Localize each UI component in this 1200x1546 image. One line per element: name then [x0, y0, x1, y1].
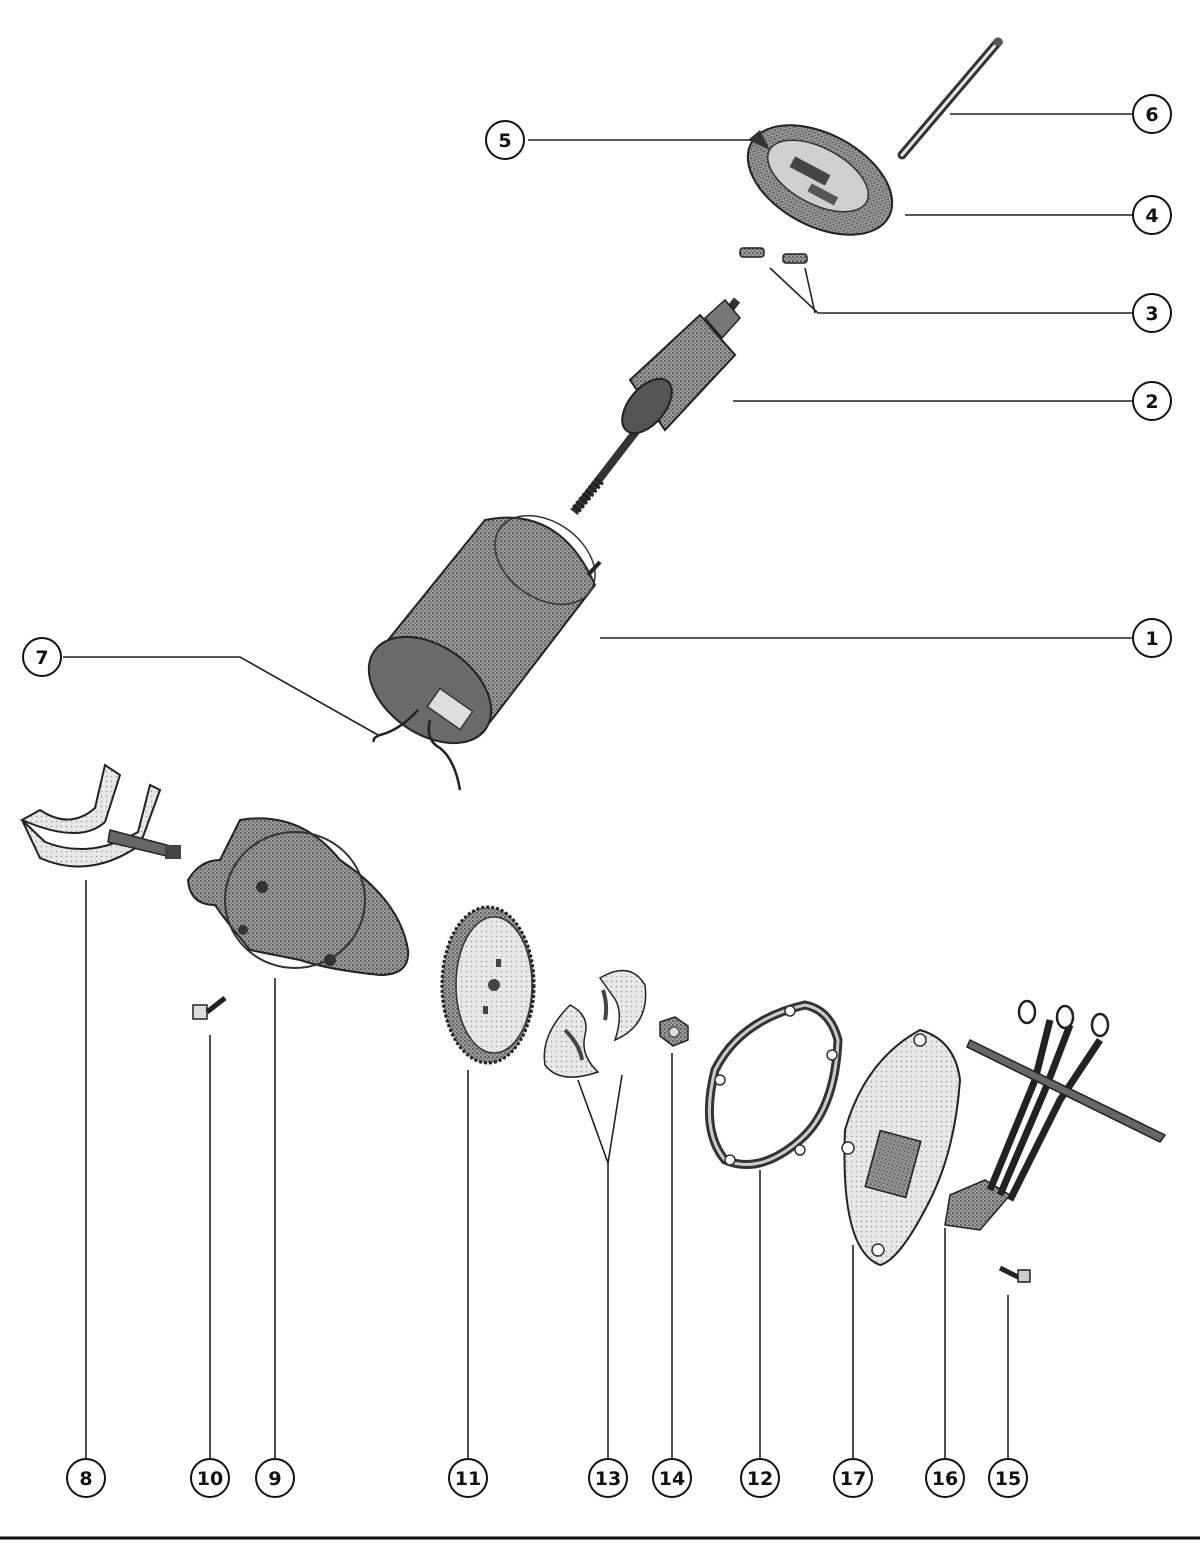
leader-lines	[63, 113, 1133, 1458]
callout-5-label: 5	[498, 130, 511, 152]
callout-17-label: 17	[840, 1468, 866, 1490]
callout-9: 9	[255, 1458, 295, 1498]
callout-10-label: 10	[197, 1468, 223, 1490]
nut-part	[659, 1016, 689, 1047]
gasket-part	[704, 1000, 843, 1169]
cover-plate-switch-part	[841, 999, 1167, 1267]
callout-15: 15	[988, 1458, 1028, 1498]
callout-11: 11	[448, 1458, 488, 1498]
callout-17: 17	[833, 1458, 873, 1498]
callout-11-label: 11	[455, 1468, 481, 1490]
through-bolt-part	[897, 37, 1003, 160]
screw-10-part	[192, 996, 227, 1020]
callout-14-label: 14	[659, 1468, 685, 1490]
brush-springs-part	[739, 247, 808, 264]
callout-12-label: 12	[747, 1468, 773, 1490]
callout-6-label: 6	[1145, 104, 1158, 126]
gear-housing-part	[186, 817, 410, 977]
callout-3-label: 3	[1145, 303, 1158, 325]
callout-14: 14	[652, 1458, 692, 1498]
callout-13-label: 13	[595, 1468, 621, 1490]
callout-7: 7	[22, 637, 62, 677]
callout-8: 8	[66, 1458, 106, 1498]
callout-1: 1	[1132, 618, 1172, 658]
callout-13: 13	[588, 1458, 628, 1498]
end-cap-part	[746, 124, 894, 236]
callout-4: 4	[1132, 195, 1172, 235]
callout-1-label: 1	[1145, 628, 1158, 650]
callout-16: 16	[925, 1458, 965, 1498]
armature-part	[570, 297, 741, 516]
callout-2: 2	[1132, 381, 1172, 421]
drive-gear-part	[440, 905, 536, 1065]
callout-4-label: 4	[1145, 205, 1158, 227]
callout-3: 3	[1132, 293, 1172, 333]
motor-housing-part	[367, 514, 602, 791]
callout-16-label: 16	[932, 1468, 958, 1490]
callout-6: 6	[1132, 94, 1172, 134]
callout-8-label: 8	[79, 1468, 92, 1490]
screw-15-part	[998, 1265, 1031, 1283]
callout-7-label: 7	[35, 647, 48, 669]
callout-9-label: 9	[268, 1468, 281, 1490]
callout-2-label: 2	[1145, 391, 1158, 413]
callout-15-label: 15	[995, 1468, 1021, 1490]
callout-5: 5	[485, 120, 525, 160]
callout-12: 12	[740, 1458, 780, 1498]
handle-part	[19, 763, 181, 868]
callout-10: 10	[190, 1458, 230, 1498]
clutch-halves-part	[543, 969, 647, 1078]
